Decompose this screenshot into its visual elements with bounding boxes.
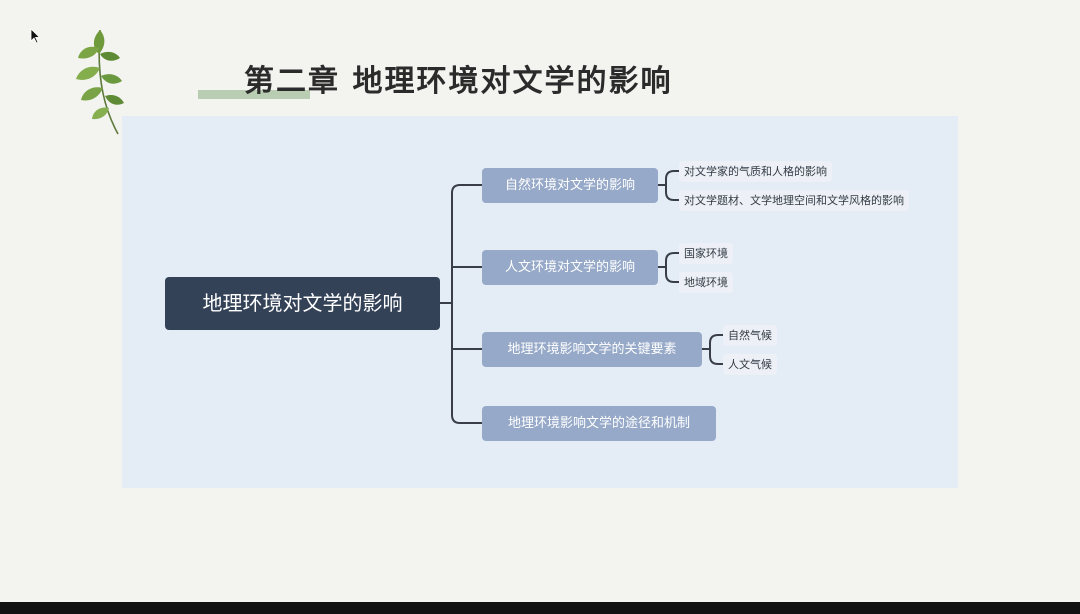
branch-natural-environment[interactable]: 自然环境对文学的影响 xyxy=(482,168,658,203)
branch-paths-and-mechanisms[interactable]: 地理环境影响文学的途径和机制 xyxy=(482,406,716,441)
leaf-national-environment[interactable]: 国家环境 xyxy=(679,243,733,264)
bottom-screen-edge xyxy=(0,602,1080,614)
branch-cultural-environment[interactable]: 人文环境对文学的影响 xyxy=(482,250,658,285)
leaf-branch-icon xyxy=(76,29,124,135)
leaf-cultural-climate[interactable]: 人文气候 xyxy=(723,354,777,375)
leaf-natural-climate[interactable]: 自然气候 xyxy=(723,325,777,346)
leaf-subject-space-style[interactable]: 对文学题材、文学地理空间和文学风格的影响 xyxy=(679,190,909,211)
leaf-temperament-personality[interactable]: 对文学家的气质和人格的影响 xyxy=(679,161,832,182)
branch-key-factors[interactable]: 地理环境影响文学的关键要素 xyxy=(482,332,702,367)
leaf-regional-environment[interactable]: 地域环境 xyxy=(679,272,733,293)
page-title: 第二章 地理环境对文学的影响 xyxy=(244,64,673,99)
mindmap-root-node[interactable]: 地理环境对文学的影响 xyxy=(165,277,440,330)
title-accent-bar xyxy=(198,90,310,99)
cursor-arrow-icon xyxy=(30,28,41,44)
